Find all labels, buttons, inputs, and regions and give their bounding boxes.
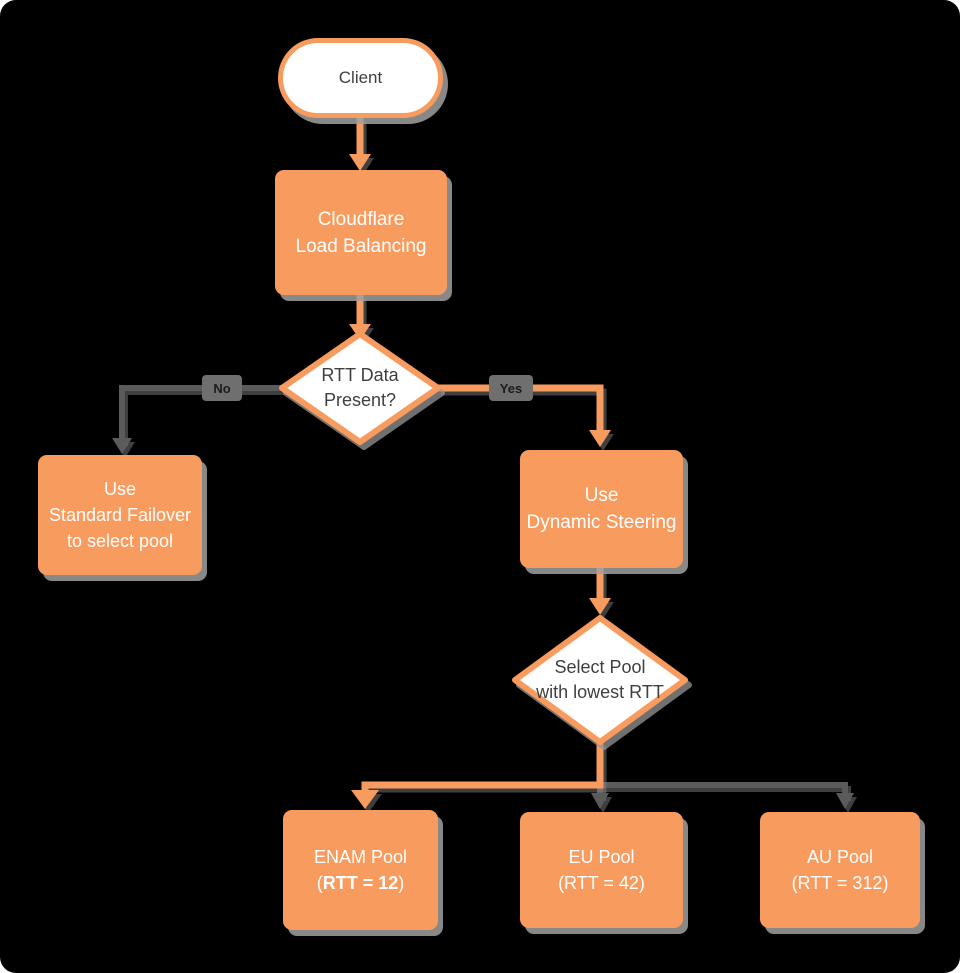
- arrowhead-into-au-pool: [836, 793, 854, 809]
- standard-failover-line2: Standard Failover: [48, 505, 192, 525]
- enam-pool-line2: (RTT = 12): [317, 870, 405, 896]
- standard-failover-line3: to select pool: [66, 531, 174, 551]
- dynamic-steering-line2: Dynamic Steering: [526, 512, 677, 533]
- arrowhead-into-cloudflare: [349, 154, 371, 171]
- decision-diamonds: [279, 331, 688, 745]
- client-label: Client: [338, 68, 383, 87]
- gray-connectors: [119, 385, 848, 797]
- enam-paren-open: (: [316, 873, 323, 893]
- orange-arrowheads: [349, 154, 611, 809]
- cloudflare-line1: Cloudflare: [317, 208, 405, 230]
- cloudflare-load-balancing-node: Cloudflare Load Balancing: [275, 170, 447, 295]
- au-pool-line2: (RTT = 312): [791, 873, 889, 893]
- edge-to-enam-line: [361, 742, 604, 793]
- standard-failover-line1: Use: [103, 479, 136, 499]
- edge-to-au-line: [600, 782, 848, 797]
- enam-pool-node: ENAM Pool (RTT = 12): [283, 810, 438, 930]
- eu-pool-line1: EU Pool: [568, 847, 635, 867]
- dynamic-steering-node: Use Dynamic Steering: [520, 450, 683, 568]
- enam-pool-line1: ENAM Pool: [313, 847, 408, 867]
- standard-failover-node: Use Standard Failover to select pool: [38, 455, 202, 575]
- arrowhead-into-select-pool: [589, 598, 611, 615]
- au-pool-line1: AU Pool: [806, 847, 874, 867]
- gray-arrowheads: [112, 438, 854, 809]
- eu-pool-line2: (RTT = 42): [558, 873, 645, 893]
- select-pool-diamond: [512, 615, 688, 745]
- dynamic-steering-line1: Use: [584, 485, 619, 506]
- arrowhead-into-eu-pool: [591, 793, 609, 809]
- edge-label-no: No: [202, 375, 242, 401]
- edge-label-yes: Yes: [489, 375, 533, 401]
- yes-label-text: Yes: [499, 380, 523, 396]
- cloudflare-line2: Load Balancing: [295, 235, 427, 257]
- arrowhead-into-enam-pool: [351, 790, 379, 809]
- au-pool-node: AU Pool (RTT = 312): [760, 812, 920, 928]
- enam-rtt-value: RTT = 12: [322, 873, 399, 893]
- no-label-text: No: [213, 380, 231, 396]
- client-node: Client: [278, 38, 443, 118]
- enam-paren-close: ): [398, 873, 405, 893]
- arrowhead-into-standard-failover: [112, 438, 132, 454]
- rtt-decision-diamond: [279, 331, 441, 445]
- arrowhead-into-dynamic-steering: [589, 430, 611, 447]
- eu-pool-node: EU Pool (RTT = 42): [520, 812, 683, 928]
